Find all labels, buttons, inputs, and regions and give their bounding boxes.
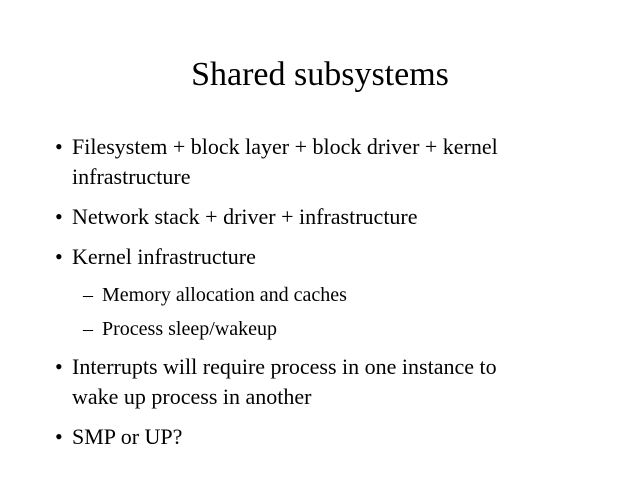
- bullet-item: • Interrupts will require process in one…: [55, 352, 497, 412]
- slide-title: Shared subsystems: [191, 56, 449, 93]
- bullet-line: Memory allocation and caches: [102, 284, 347, 306]
- sub-bullet-item: – Memory allocation and caches: [83, 282, 347, 308]
- bullet-line: SMP or UP?: [72, 424, 183, 449]
- bullet-icon: •: [55, 424, 63, 449]
- bullet-icon: •: [55, 204, 63, 229]
- bullet-item: • Network stack + driver + infrastructur…: [55, 202, 418, 232]
- bullet-item: • SMP or UP?: [55, 422, 183, 452]
- dash-icon: –: [83, 284, 93, 306]
- bullet-line: Filesystem + block layer + block driver …: [72, 134, 498, 159]
- bullet-icon: •: [55, 134, 63, 159]
- bullet-item: • Filesystem + block layer + block drive…: [55, 132, 498, 192]
- bullet-line: Interrupts will require process in one i…: [72, 354, 497, 379]
- bullet-line: wake up process in another: [72, 384, 312, 409]
- bullet-icon: •: [55, 354, 63, 379]
- bullet-icon: •: [55, 244, 63, 269]
- bullet-line: Process sleep/wakeup: [102, 318, 277, 340]
- bullet-item: • Kernel infrastructure: [55, 242, 256, 272]
- bullet-line: infrastructure: [72, 164, 191, 189]
- dash-icon: –: [83, 318, 93, 340]
- sub-bullet-item: – Process sleep/wakeup: [83, 316, 277, 342]
- bullet-line: Kernel infrastructure: [72, 244, 256, 269]
- bullet-line: Network stack + driver + infrastructure: [72, 204, 418, 229]
